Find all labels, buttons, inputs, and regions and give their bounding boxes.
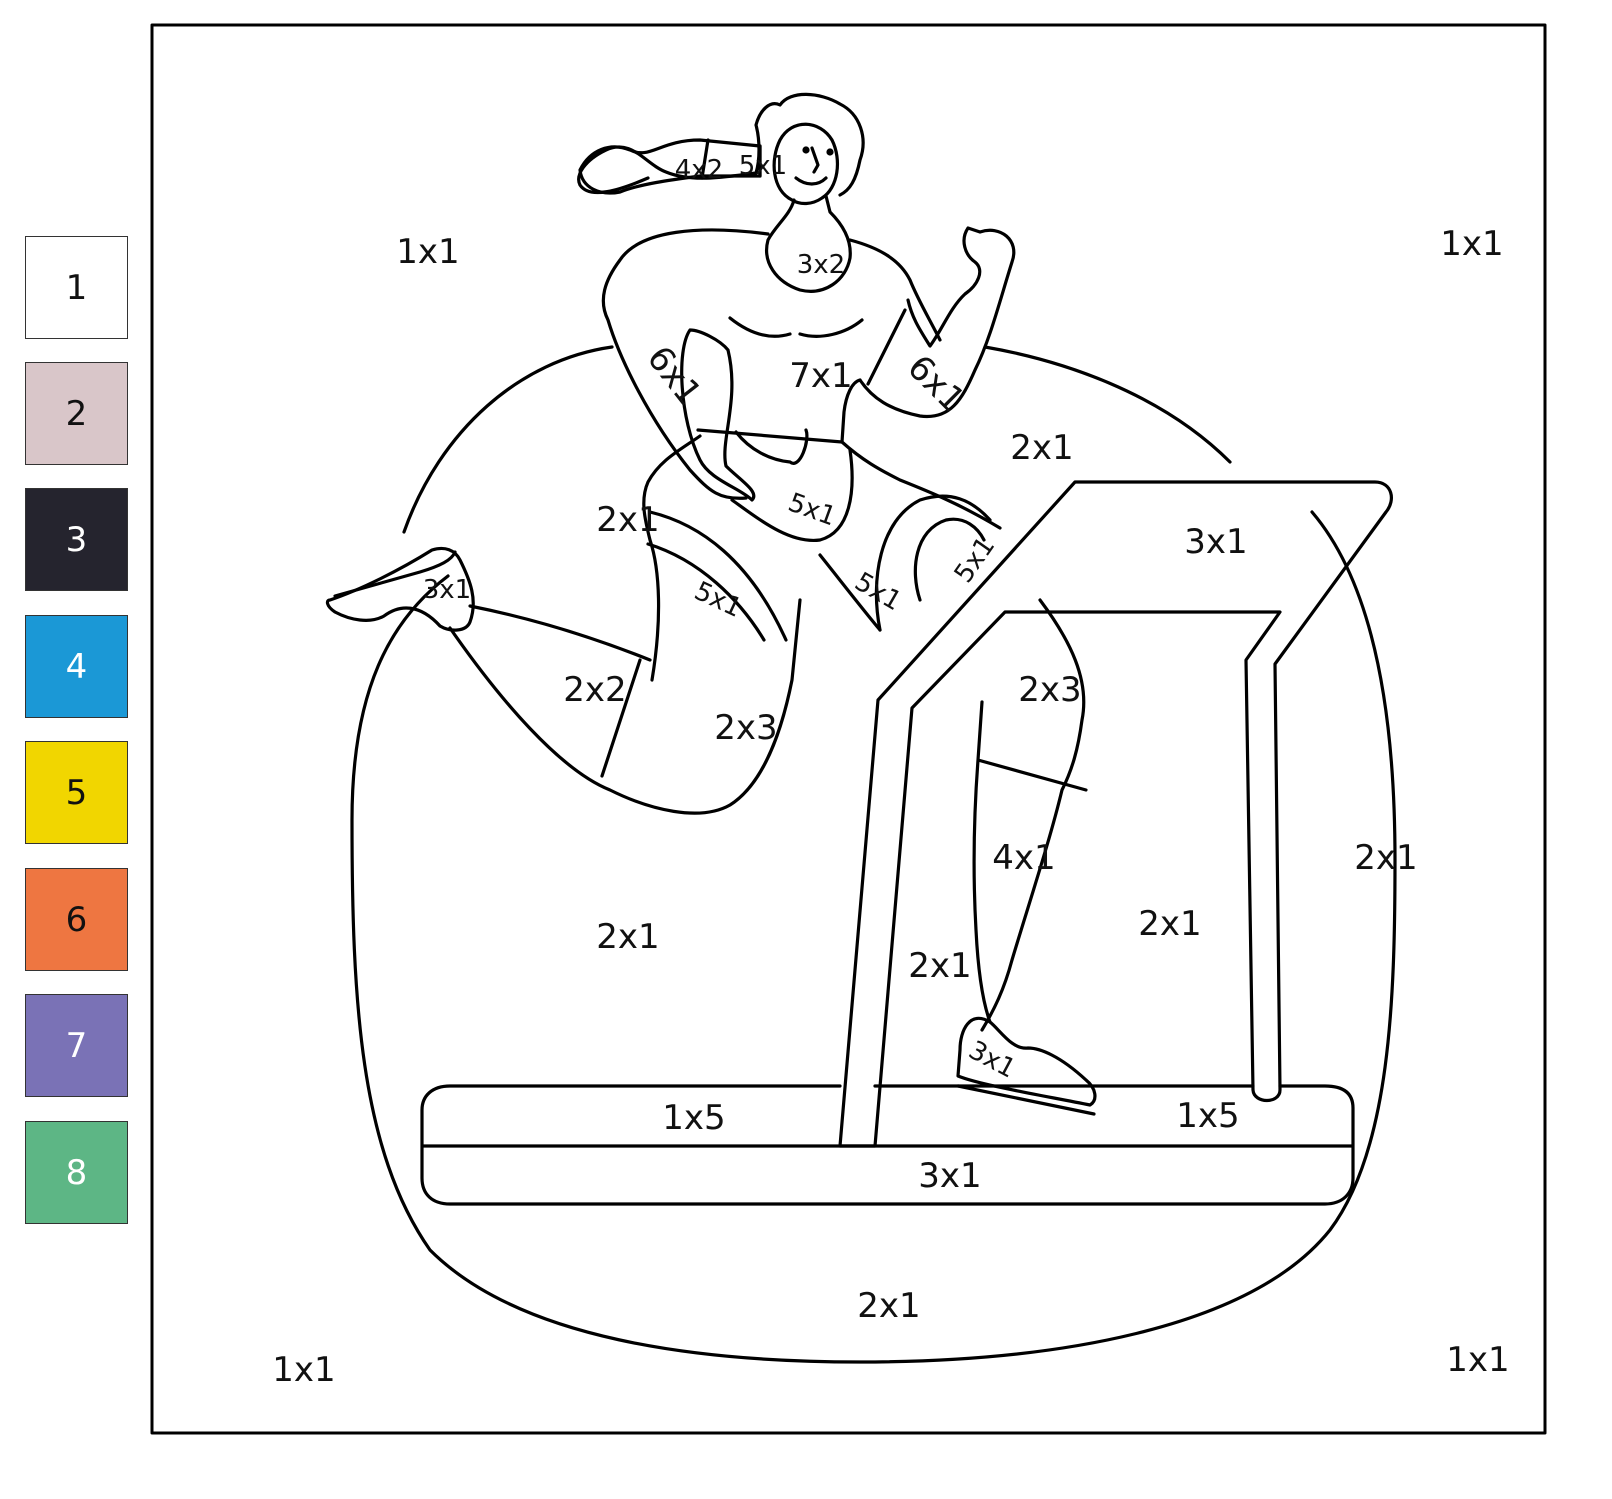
region-deck[interactable]: 3x1	[918, 1156, 982, 1196]
region-back-shoe[interactable]: 3x1	[422, 575, 472, 605]
region-console[interactable]: 3x1	[1184, 522, 1248, 562]
swatch-number: 8	[65, 1152, 88, 1193]
swatch-number: 5	[65, 772, 88, 813]
front-leg-outline	[972, 598, 1088, 1032]
nose	[810, 146, 820, 174]
region-blob-bottom[interactable]: 2x1	[857, 1286, 921, 1326]
sleeve-edge	[866, 308, 907, 386]
shorts-outline	[642, 434, 1002, 682]
hair-tail-outline	[578, 138, 762, 195]
blob-outline	[350, 345, 1397, 1364]
back-shoe-outline	[325, 546, 475, 632]
region-blob-upper-right[interactable]: 2x1	[1010, 428, 1074, 468]
shorts-band-mid	[818, 553, 882, 632]
region-back-shin[interactable]: 2x2	[563, 670, 627, 710]
color-swatch-3[interactable]: 3	[25, 488, 128, 591]
region-belt-right[interactable]: 1x5	[1176, 1096, 1240, 1136]
face-outline	[772, 122, 840, 206]
region-bg-top-left[interactable]: 1x1	[396, 232, 460, 272]
region-neck[interactable]: 3x2	[796, 250, 846, 280]
color-swatch-2[interactable]: 2	[25, 362, 128, 465]
arm-fold	[680, 328, 756, 502]
region-bg-top-right[interactable]: 1x1	[1440, 224, 1504, 264]
swatch-number: 4	[65, 646, 88, 687]
color-swatch-8[interactable]: 8	[25, 1121, 128, 1224]
region-front-shin[interactable]: 4x1	[992, 838, 1056, 878]
region-blob-between-legs[interactable]: 2x1	[908, 946, 972, 986]
region-hair-tail[interactable]: 4x2	[674, 155, 724, 185]
color-swatch-5[interactable]: 5	[25, 741, 128, 844]
region-bg-bottom-left[interactable]: 1x1	[272, 1350, 336, 1390]
swatch-number: 6	[65, 899, 88, 940]
raised-arm-outline	[858, 226, 1016, 419]
shorts-band-left	[646, 510, 788, 642]
region-blob-left-lower[interactable]: 2x1	[596, 917, 660, 957]
region-hair-band[interactable]: 5x1	[738, 151, 788, 181]
back-leg-outline	[448, 598, 802, 815]
region-shirt[interactable]: 7x1	[789, 356, 853, 396]
back-shoe-sole	[333, 550, 457, 598]
swatch-number: 3	[65, 519, 88, 560]
neck-outline	[765, 194, 852, 293]
color-swatch-4[interactable]: 4	[25, 615, 128, 718]
swatch-number: 2	[65, 393, 88, 434]
region-blob-right[interactable]: 2x1	[1354, 838, 1418, 878]
region-bg-bottom-right[interactable]: 1x1	[1446, 1340, 1510, 1380]
mouth	[794, 176, 828, 186]
chest-line-left	[728, 316, 792, 338]
color-swatch-1[interactable]: 1	[25, 236, 128, 339]
shirt-outline	[601, 228, 942, 500]
region-blob-center-right[interactable]: 2x1	[1138, 904, 1202, 944]
swatch-number: 1	[65, 267, 88, 308]
front-shoe-sole	[956, 1084, 1096, 1116]
color-swatch-6[interactable]: 6	[25, 868, 128, 971]
eye-right	[826, 148, 834, 156]
swatch-number: 7	[65, 1025, 88, 1066]
console-outline	[838, 480, 1393, 1148]
region-belt-left[interactable]: 1x5	[662, 1098, 726, 1138]
deck-outline	[420, 1084, 1355, 1206]
shorts-band-right	[874, 494, 992, 632]
region-back-thigh[interactable]: 2x3	[714, 708, 778, 748]
color-swatch-7[interactable]: 7	[25, 994, 128, 1097]
front-shoe-outline	[956, 1016, 1097, 1107]
canvas-frame	[150, 23, 1547, 1435]
chest-line-right	[798, 318, 864, 338]
hair-band-edge	[700, 138, 710, 180]
shorts-center	[730, 428, 854, 543]
eye-left	[802, 146, 810, 154]
region-front-thigh[interactable]: 2x3	[1018, 670, 1082, 710]
region-blob-left-mid[interactable]: 2x1	[596, 500, 660, 540]
color-key: 1 2 3 4 5 6 7 8	[0, 0, 150, 1499]
